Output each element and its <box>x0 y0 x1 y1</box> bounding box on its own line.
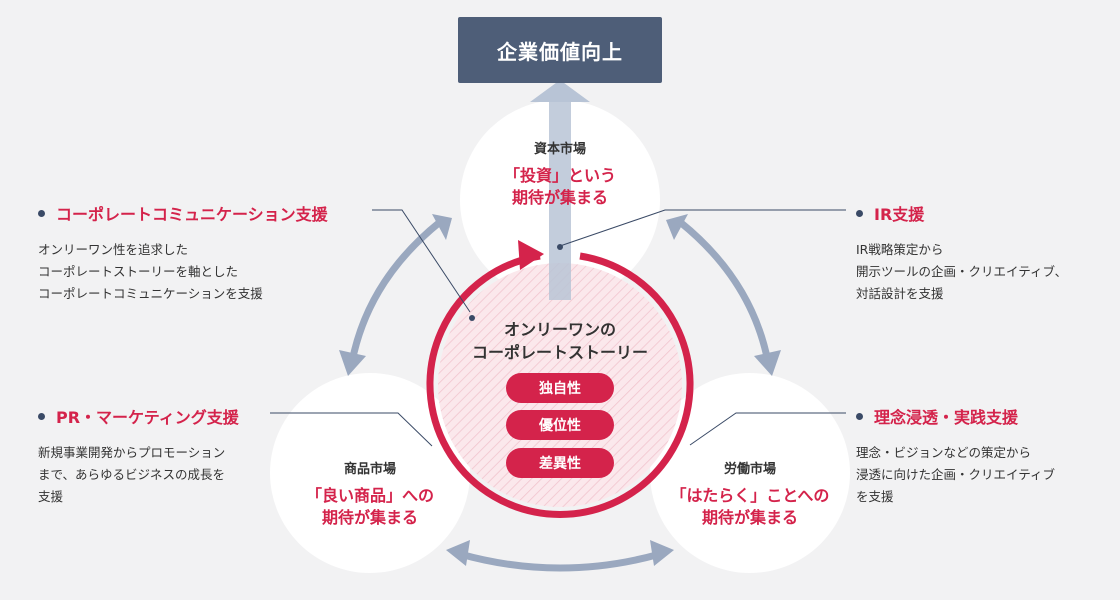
leader-line-philosophy <box>689 412 846 446</box>
product-market: 商品市場 「良い商品」への 期待が集まる <box>280 458 460 529</box>
labor-market-name: 労働市場 <box>723 462 776 477</box>
leader-line-corporate-comm <box>372 209 471 313</box>
right-arrow-head-top <box>666 214 688 240</box>
corporate-story-title: オンリーワンの コーポレートストーリー <box>471 320 648 362</box>
differentiation-pill: 差異性 <box>506 448 614 478</box>
capital-market-expectation: 「投資」という 期待が集まる <box>503 166 616 207</box>
left-arrow-head-top <box>432 214 452 240</box>
labor-market-expectation: 「はたらく」ことへの 期待が集まる <box>670 486 830 527</box>
product-market-expectation: 「良い商品」への 期待が集まる <box>305 486 434 527</box>
corporate-value-box: 企業価値向上 <box>458 17 662 83</box>
red-cycle-ring <box>426 252 694 518</box>
up-arrow-shaft <box>549 100 571 300</box>
bullet-dot <box>38 412 45 420</box>
support-description: 新規事業開発からプロモーション まで、あらゆるビジネスの成長を 支援 <box>38 445 226 504</box>
product-market-circle <box>270 373 470 573</box>
support-philosophy-practice: 理念浸透・実践支援 理念・ビジョンなどの策定から 浸透に向けた企画・クリエイティ… <box>856 404 1055 508</box>
leader-end-corporate-comm <box>469 315 475 321</box>
product-market-name: 商品市場 <box>343 462 396 477</box>
left-cycle-arrow <box>348 219 443 363</box>
support-title: 理念浸透・実践支援 <box>874 408 1019 427</box>
capital-market: 資本市場 「投資」という 期待が集まる <box>470 138 650 209</box>
bottom-cycle-arrow <box>459 550 661 572</box>
red-ring-arrowhead <box>518 240 544 270</box>
bottom-arrow-head-right <box>650 540 674 566</box>
bullet-dot <box>856 209 863 217</box>
up-arrow-head <box>530 80 590 102</box>
leader-end-ir <box>557 244 563 250</box>
support-description: IR戦略策定から 開示ツールの企画・クリエイティブ、 対話設計を支援 <box>856 242 1068 301</box>
leader-line-ir <box>559 209 846 247</box>
capital-market-name: 資本市場 <box>533 142 586 157</box>
support-description: 理念・ビジョンなどの策定から 浸透に向けた企画・クリエイティブ を支援 <box>856 445 1056 504</box>
support-pr-marketing: PR・マーケティング支援 新規事業開発からプロモーション まで、あらゆるビジネス… <box>38 404 239 508</box>
bullet-dot <box>856 412 863 420</box>
support-ir: IR支援 IR戦略策定から 開示ツールの企画・クリエイティブ、 対話設計を支援 <box>856 201 1067 305</box>
right-cycle-arrow <box>677 219 772 363</box>
support-title: コーポレートコミュニケーション支援 <box>56 205 328 224</box>
labor-market: 労働市場 「はたらく」ことへの 期待が集まる <box>660 458 840 529</box>
support-title: PR・マーケティング支援 <box>56 408 239 427</box>
superiority-pill: 優位性 <box>506 410 614 440</box>
bottom-arrow-head-left <box>446 540 470 566</box>
labor-market-circle <box>650 373 850 573</box>
bullet-dot <box>38 209 45 217</box>
uniqueness-pill: 独自性 <box>506 373 614 403</box>
leader-line-pr <box>270 412 433 447</box>
support-title: IR支援 <box>874 205 925 224</box>
support-description: オンリーワン性を追求した コーポレートストーリーを軸とした コーポレートコミュニ… <box>38 242 263 301</box>
right-arrow-head-bottom <box>754 350 781 376</box>
support-corporate-communication: コーポレートコミュニケーション支援 オンリーワン性を追求した コーポレートストー… <box>38 201 328 305</box>
left-arrow-head-bottom <box>339 350 366 376</box>
